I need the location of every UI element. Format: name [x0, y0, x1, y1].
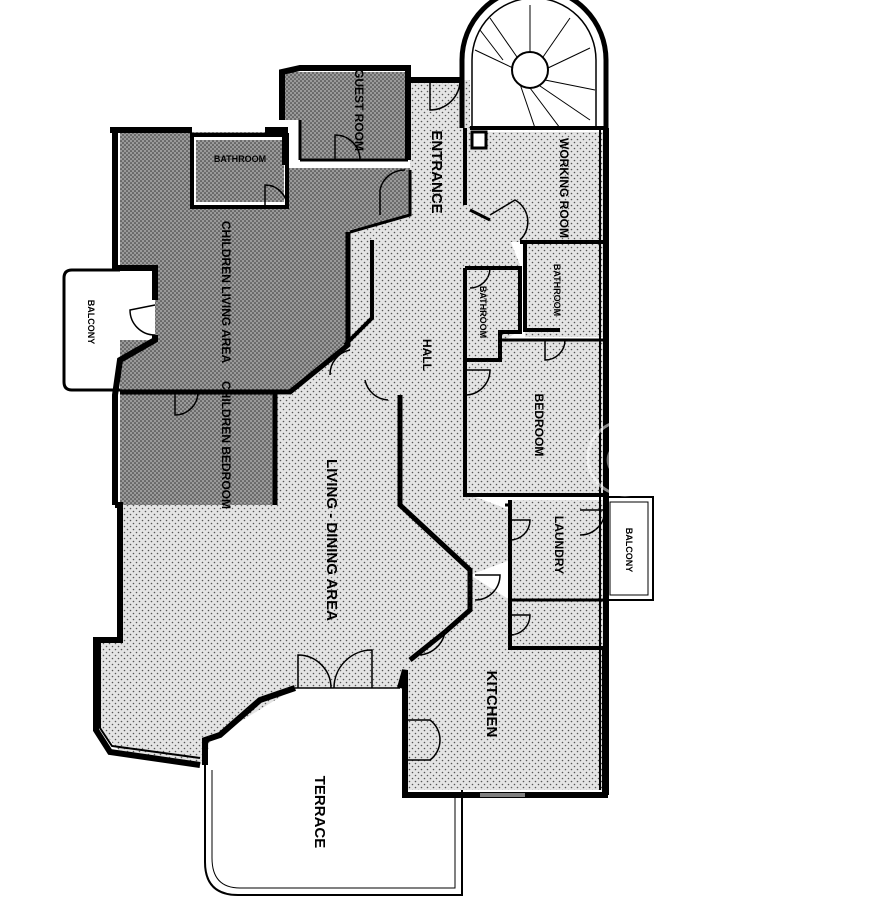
watermark-symbol: © [606, 432, 644, 490]
label-guest-room: GUEST ROOM [352, 69, 366, 151]
bathroom-guest-inner [196, 140, 284, 202]
label-working-room: WORKING ROOM [557, 138, 571, 238]
label-laundry: LAUNDRY [552, 516, 566, 574]
children-bedroom-floor [120, 390, 275, 505]
guest-room-floor [282, 72, 408, 160]
terrace-outline [204, 765, 463, 896]
label-bedroom: BEDROOM [532, 394, 546, 457]
spiral-stair [459, 0, 609, 129]
label-children-bedroom: CHILDREN BEDROOM [219, 381, 233, 509]
entrance-hall-floor [350, 80, 520, 575]
bathroom-east-floor [525, 242, 605, 337]
label-bathroom-hall: BATHROOM [478, 286, 488, 338]
balcony-east-inner [609, 501, 649, 596]
label-balcony-east: BALCONY [624, 528, 634, 573]
label-living-dining: LIVING - DINING AREA [323, 459, 340, 621]
label-children-living: CHILDREN LIVING AREA [219, 221, 233, 364]
laundry-floor [510, 500, 605, 600]
walls [93, 65, 609, 798]
laundry-lower-floor [510, 600, 605, 650]
kitchen-floor [405, 575, 605, 790]
living-dining-floor [100, 345, 470, 765]
label-balcony-west: BALCONY [86, 300, 96, 345]
doors [129, 79, 606, 761]
terrace-inner [211, 770, 456, 889]
label-bathroom-guest: BATHROOM [214, 154, 266, 164]
working-room-floor [470, 132, 605, 242]
label-hall: HALL [420, 339, 434, 371]
balcony-west-outline [62, 268, 120, 392]
label-entrance: ENTRANCE [428, 130, 445, 213]
watermark-circle [586, 419, 664, 497]
label-bathroom-east: BATHROOM [552, 264, 562, 316]
bedroom-floor [470, 340, 605, 495]
label-kitchen: KITCHEN [483, 671, 500, 738]
label-terrace: TERRACE [311, 776, 328, 849]
